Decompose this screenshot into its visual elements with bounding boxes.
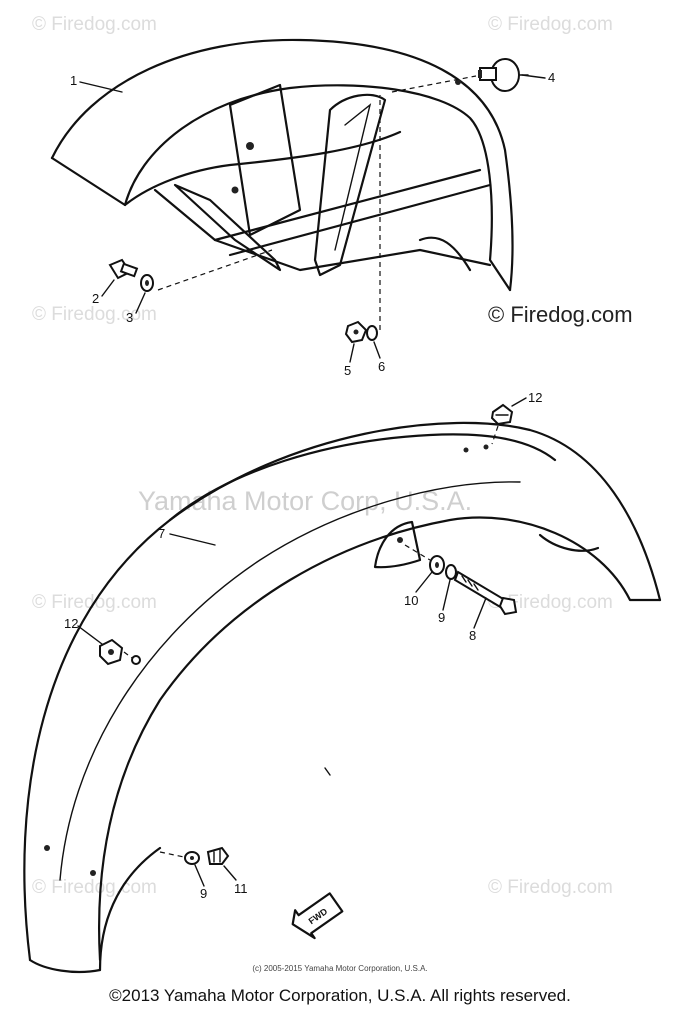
watermark-center: Yamaha Motor Corp, U.S.A. bbox=[138, 486, 472, 516]
part-9-washer-upper bbox=[445, 564, 457, 580]
watermark-prominent: © Firedog.com bbox=[488, 302, 633, 327]
callout-9-lower: 9 bbox=[200, 886, 207, 901]
watermark-mid-left: © Firedog.com bbox=[32, 304, 157, 325]
leader-10 bbox=[415, 571, 433, 593]
callout-1: 1 bbox=[70, 73, 77, 88]
leader-1 bbox=[79, 81, 123, 93]
watermark-lower-right: © Firedog.com bbox=[488, 592, 613, 613]
part-6-washer bbox=[366, 325, 378, 341]
watermark-top-right: © Firedog.com bbox=[488, 14, 613, 35]
leader-9-lower bbox=[194, 864, 205, 887]
leader-dash-9-lower bbox=[159, 851, 185, 858]
leader-12-top bbox=[511, 397, 527, 407]
part-11-bolt bbox=[206, 846, 230, 865]
watermark-top-left: © Firedog.com bbox=[32, 14, 157, 35]
callout-6: 6 bbox=[378, 359, 385, 374]
callout-11: 11 bbox=[234, 881, 248, 896]
leader-9-upper bbox=[442, 579, 451, 611]
part-4-bolt bbox=[478, 58, 529, 92]
part-12-nut-left bbox=[99, 638, 124, 666]
part-8-bolt bbox=[453, 570, 518, 616]
front-fender-lower bbox=[23, 421, 662, 974]
front-fender-upper bbox=[50, 38, 514, 292]
leader-12-left bbox=[77, 625, 103, 645]
leader-7 bbox=[169, 533, 216, 546]
callout-12-left: 12 bbox=[64, 616, 78, 631]
callout-7: 7 bbox=[158, 526, 165, 541]
leader-11 bbox=[223, 865, 237, 881]
callout-9-upper: 9 bbox=[438, 610, 445, 625]
callout-8: 8 bbox=[469, 628, 476, 643]
part-10-washer bbox=[429, 555, 445, 575]
leader-3 bbox=[135, 292, 146, 314]
callout-5: 5 bbox=[344, 363, 351, 378]
watermark-bottom-left: © Firedog.com bbox=[32, 877, 157, 898]
leader-5 bbox=[349, 343, 355, 363]
fwd-arrow-icon: FWD bbox=[291, 892, 344, 940]
part-12-nut-top bbox=[490, 403, 514, 426]
leader-dash-12-left bbox=[123, 651, 133, 659]
callout-4: 4 bbox=[548, 70, 555, 85]
watermark-bottom-right: © Firedog.com bbox=[488, 877, 613, 898]
part-2-bolt bbox=[108, 258, 139, 280]
leader-4 bbox=[521, 74, 546, 79]
part-5-nut bbox=[344, 320, 368, 344]
leader-dash-10 bbox=[404, 544, 431, 561]
part-3-washer bbox=[140, 274, 154, 292]
leader-8 bbox=[473, 597, 487, 629]
footer-copyright: ©2013 Yamaha Motor Corporation, U.S.A. A… bbox=[109, 986, 571, 1005]
small-copyright: (c) 2005-2015 Yamaha Motor Corporation, … bbox=[252, 964, 428, 973]
leader-6 bbox=[373, 341, 381, 359]
callout-3: 3 bbox=[126, 310, 133, 325]
callout-10: 10 bbox=[404, 593, 418, 608]
leader-dash-3 bbox=[157, 249, 273, 291]
callout-2: 2 bbox=[92, 291, 99, 306]
part-9-washer-lower bbox=[184, 851, 200, 865]
leader-2 bbox=[101, 279, 115, 297]
callout-12-top: 12 bbox=[528, 390, 542, 405]
leader-dash-12-top bbox=[491, 425, 499, 445]
